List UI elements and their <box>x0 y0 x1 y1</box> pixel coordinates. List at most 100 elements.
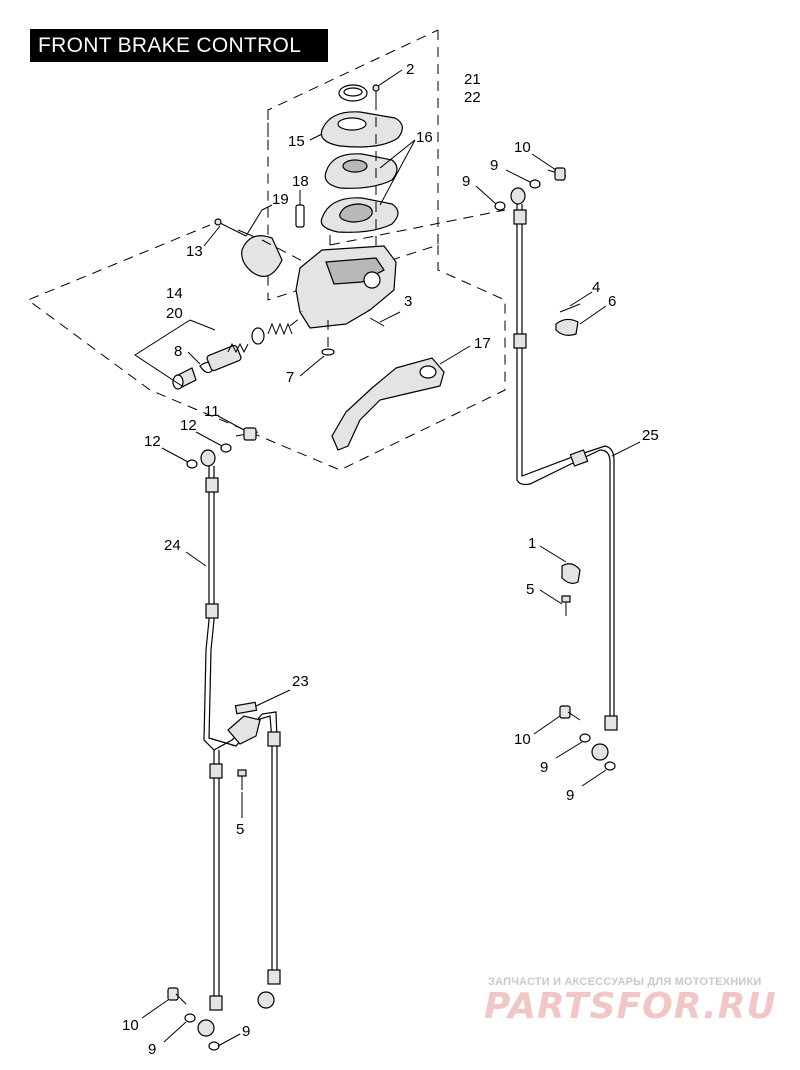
washer-l4 <box>208 1041 220 1051</box>
clamp-screw-lower-head <box>561 595 571 603</box>
callout-20: 20 <box>166 305 183 322</box>
reservoir-cover-gasket-stack <box>320 84 403 300</box>
lever-pivot-hole <box>419 365 437 379</box>
banjo-bolt-lower <box>167 987 179 1001</box>
boot-end <box>172 374 184 390</box>
leader-12a <box>195 431 223 447</box>
mc-lower <box>299 309 371 329</box>
banjo-fitting-lower-right <box>257 991 275 1009</box>
callout-21: 21 <box>464 71 481 88</box>
leader-1 <box>539 545 567 563</box>
callout-24: 24 <box>164 537 181 554</box>
washer-top-1 <box>529 179 541 189</box>
ferrule-l2 <box>205 603 219 619</box>
piston-assembly <box>172 317 301 390</box>
banjo-fitting-top <box>510 187 526 205</box>
right-hose-group <box>494 167 618 771</box>
ferrule-r4 <box>604 715 618 731</box>
ferrule-l4 <box>267 731 281 747</box>
callout-25: 25 <box>642 427 659 444</box>
callout-10-top: 10 <box>514 139 531 156</box>
cover-window <box>337 117 367 131</box>
leader-9-top1 <box>505 169 531 183</box>
leader-8 <box>187 351 201 365</box>
leader-19 <box>245 204 273 237</box>
leader-10-top <box>531 153 557 171</box>
hose-right <box>516 204 611 720</box>
callout-23: 23 <box>292 673 309 690</box>
ferrule-r1 <box>513 209 527 225</box>
watermark-logo: PARTSFOR.RU <box>484 986 777 1027</box>
leader-15 <box>309 133 323 141</box>
callout-9-top2: 9 <box>462 173 470 190</box>
leader-4 <box>569 291 593 307</box>
hose-clip <box>555 318 579 336</box>
handlebar-clamp <box>214 218 311 278</box>
banjo-bolt-bottom-right-shank <box>567 711 581 721</box>
mc-port <box>363 271 381 289</box>
ferrule-l6 <box>209 995 223 1011</box>
callout-12a: 12 <box>180 417 197 434</box>
leader-9-l2 <box>217 1033 241 1047</box>
banjo-bolt-bottom-right <box>559 705 571 719</box>
callout-4: 4 <box>592 279 600 296</box>
leader-23 <box>255 689 291 707</box>
callout-7: 7 <box>286 369 294 386</box>
banjo-bolt-top-head <box>554 167 566 181</box>
callout-9-r1: 9 <box>540 759 548 776</box>
callout-5a: 5 <box>526 581 534 598</box>
banjo-bolt-lower-shank <box>175 993 187 1005</box>
leader-10-r <box>533 715 561 735</box>
lever-body <box>331 357 445 451</box>
callout-numbers: 2 21 22 15 16 18 19 13 14 20 8 3 7 17 10… <box>122 61 659 1058</box>
callout-9-l1: 9 <box>148 1041 156 1058</box>
ferrule-r2 <box>513 333 527 349</box>
callout-18: 18 <box>292 173 309 190</box>
callout-3: 3 <box>404 293 412 310</box>
washer-r1 <box>579 733 591 743</box>
set-screw <box>369 317 385 327</box>
leader-7 <box>299 355 325 377</box>
callout-8: 8 <box>174 343 182 360</box>
leader-3 <box>379 311 401 323</box>
sight-glass-inner <box>343 87 363 97</box>
reservoir-cover <box>320 111 403 148</box>
callout-2: 2 <box>406 61 414 78</box>
gasket-hole <box>342 159 368 173</box>
callout-9-r2: 9 <box>566 787 574 804</box>
assembly-boundary <box>26 29 506 471</box>
callout-9-l2: 9 <box>242 1023 250 1040</box>
leader-lines <box>134 69 641 1047</box>
leader-9-r1 <box>555 741 583 759</box>
banjo-fitting-left <box>200 449 216 467</box>
pivot-washer <box>321 348 335 356</box>
piston <box>206 344 242 372</box>
washer-top-2 <box>494 201 506 211</box>
washer-r2 <box>604 761 616 771</box>
clamp-axis <box>261 239 311 266</box>
watermark-tagline: ЗАПЧАСТИ И АКСЕССУАРЫ ДЛЯ МОТОТЕХНИКИ <box>488 976 762 988</box>
leader-6 <box>579 305 607 325</box>
washer-l2 <box>186 459 198 469</box>
leader-2 <box>377 69 403 87</box>
callout-9-top1: 9 <box>490 157 498 174</box>
leader-17 <box>439 345 471 365</box>
leader-9-r2 <box>581 769 607 787</box>
master-cylinder-body <box>295 245 397 329</box>
left-hose-group <box>167 427 281 1051</box>
leader-9-l1 <box>163 1021 187 1043</box>
manifold-bracket <box>234 701 258 715</box>
piston-axis <box>289 317 301 327</box>
assembly-boundary-inner <box>267 110 506 246</box>
hose-manifold <box>227 715 261 745</box>
diaphragm <box>339 203 373 223</box>
callout-5b: 5 <box>236 821 244 838</box>
callout-12b: 12 <box>144 433 161 450</box>
ferrule-l3 <box>209 763 223 779</box>
hose-left <box>203 466 273 980</box>
callout-10-l: 10 <box>122 1017 139 1034</box>
leader-13 <box>203 225 221 247</box>
brake-lever <box>331 357 445 451</box>
callout-16: 16 <box>416 129 433 146</box>
